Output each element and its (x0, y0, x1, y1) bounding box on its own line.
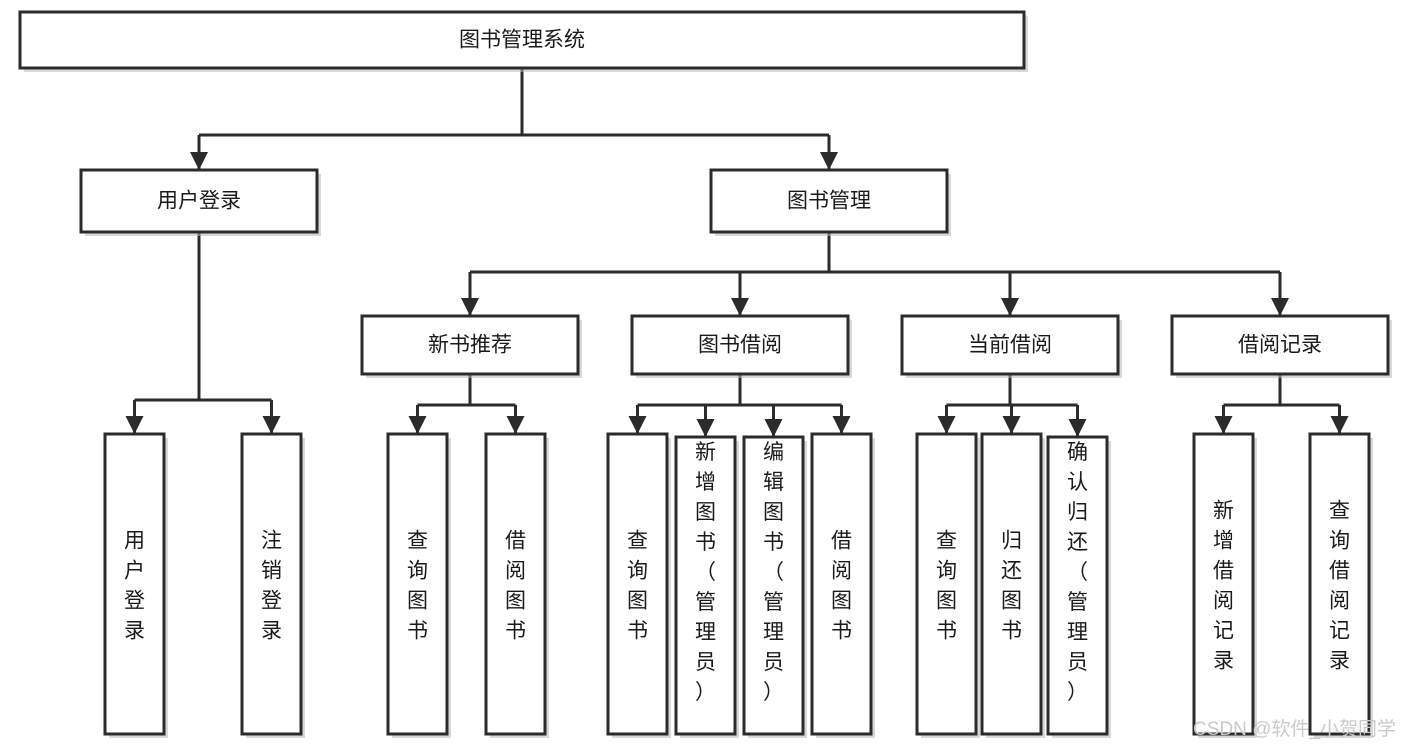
node-leaf-query-book-2[interactable]: 查询图书 (606, 432, 671, 738)
node-label: 图书管理系统 (459, 29, 585, 52)
connector-group-new-book-recommend (416, 374, 517, 434)
node-box[interactable] (386, 432, 449, 736)
node-box[interactable] (1192, 432, 1255, 736)
node-box[interactable] (1046, 435, 1109, 736)
node-box[interactable] (709, 168, 949, 234)
node-box[interactable] (606, 432, 669, 736)
connector-group-borrow-record (1222, 374, 1341, 434)
node-new-book-recommend[interactable]: 新书推荐 (360, 314, 582, 378)
csdn-watermark: CSDN @软件_小贺同学 (1193, 718, 1396, 740)
node-leaf-edit-book-admin[interactable]: 编辑图书（管理员） (742, 435, 807, 738)
connector-group-user-login (133, 232, 273, 434)
node-box[interactable] (103, 432, 166, 736)
node-label: 借阅记录 (1238, 334, 1322, 357)
node-label: 归还图书 (1001, 529, 1022, 642)
node-box[interactable] (915, 432, 978, 736)
node-leaf-user-login[interactable]: 用户登录 (103, 432, 168, 738)
node-label: 编辑图书（管理员） (763, 441, 784, 704)
node-box[interactable] (980, 432, 1043, 736)
node-label: 图书借阅 (698, 334, 782, 357)
node-leaf-return-book[interactable]: 归还图书 (980, 432, 1045, 738)
node-box[interactable] (484, 432, 547, 736)
node-current-borrow[interactable]: 当前借阅 (900, 314, 1122, 378)
node-label: 新书推荐 (428, 334, 512, 357)
node-label: 借阅图书 (831, 529, 852, 642)
connector-group-book-manage (468, 232, 1282, 316)
node-label: 新增借阅记录 (1213, 499, 1234, 672)
node-box[interactable] (240, 432, 303, 736)
node-box[interactable] (742, 435, 805, 736)
node-box[interactable] (630, 314, 850, 376)
connector-layer (125, 68, 1349, 437)
node-leaf-add-borrow-record[interactable]: 新增借阅记录 (1192, 432, 1257, 738)
connector-group-root (197, 68, 831, 170)
node-book-borrow[interactable]: 图书借阅 (630, 314, 852, 378)
node-book-manage[interactable]: 图书管理 (709, 168, 951, 236)
node-leaf-query-book-3[interactable]: 查询图书 (915, 432, 980, 738)
node-box[interactable] (79, 168, 319, 234)
node-label: 注销登录 (261, 529, 282, 642)
node-root[interactable]: 图书管理系统 (18, 10, 1028, 72)
node-leaf-query-borrow-record[interactable]: 查询借阅记录 (1308, 432, 1373, 738)
connector-group-book-borrow (636, 374, 843, 437)
node-box[interactable] (674, 435, 737, 736)
node-box[interactable] (1308, 432, 1371, 736)
node-leaf-add-book-admin[interactable]: 新增图书（管理员） (674, 435, 739, 738)
node-box[interactable] (360, 314, 580, 376)
node-label: 用户登录 (124, 529, 145, 642)
node-label: 借阅图书 (505, 529, 526, 642)
node-label: 查询图书 (407, 529, 428, 642)
node-box[interactable] (18, 10, 1026, 70)
node-label: 新增图书（管理员） (695, 441, 716, 704)
node-label: 当前借阅 (968, 334, 1052, 357)
node-box[interactable] (1170, 314, 1390, 376)
node-layer: 图书管理系统用户登录图书管理新书推荐图书借阅当前借阅借阅记录用户登录注销登录查询… (18, 10, 1392, 738)
node-leaf-borrow-book-2[interactable]: 借阅图书 (810, 432, 875, 738)
node-box[interactable] (810, 432, 873, 736)
node-label: 用户登录 (157, 190, 241, 213)
node-label: 图书管理 (787, 190, 871, 213)
node-leaf-borrow-book-1[interactable]: 借阅图书 (484, 432, 549, 738)
node-label: 查询借阅记录 (1329, 499, 1350, 672)
node-box[interactable] (900, 314, 1120, 376)
node-leaf-logout[interactable]: 注销登录 (240, 432, 305, 738)
node-leaf-query-book-1[interactable]: 查询图书 (386, 432, 451, 738)
node-label: 查询图书 (627, 529, 648, 642)
node-borrow-record[interactable]: 借阅记录 (1170, 314, 1392, 378)
node-label: 确认归还（管理员） (1067, 441, 1088, 704)
node-label: 查询图书 (936, 529, 957, 642)
node-user-login[interactable]: 用户登录 (79, 168, 321, 236)
node-leaf-confirm-return-admin[interactable]: 确认归还（管理员） (1046, 435, 1111, 738)
